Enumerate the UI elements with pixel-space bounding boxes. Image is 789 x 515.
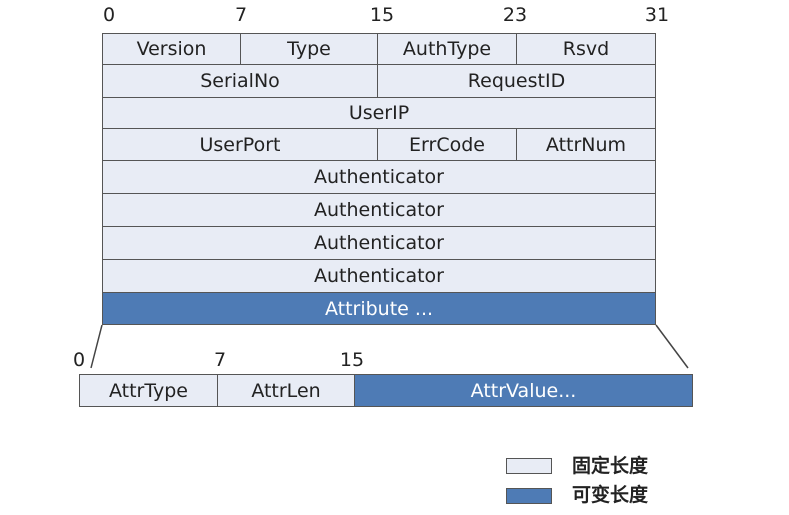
field-rsvd: Rsvd bbox=[517, 33, 656, 65]
bit-label-31: 31 bbox=[644, 4, 670, 26]
field-errcode: ErrCode bbox=[378, 129, 517, 161]
legend-label-fixed: 固定长度 bbox=[572, 455, 649, 477]
field-attrlen: AttrLen bbox=[218, 374, 355, 407]
legend-swatch-variable bbox=[506, 488, 552, 504]
bit-label-0: 0 bbox=[102, 4, 116, 26]
field-type: Type bbox=[241, 33, 378, 65]
legend-swatch-fixed bbox=[506, 458, 552, 474]
attribute-structure-row: AttrType AttrLen AttrValue... bbox=[79, 374, 693, 407]
field-requestid: RequestID bbox=[378, 65, 656, 98]
expansion-line-left bbox=[90, 324, 103, 369]
field-authtype: AuthType bbox=[378, 33, 517, 65]
attr-bit-label-0: 0 bbox=[72, 349, 86, 371]
field-serialno: SerialNo bbox=[102, 65, 378, 98]
bit-label-23: 23 bbox=[502, 4, 528, 26]
field-row-8: Authenticator bbox=[102, 260, 656, 293]
field-attribute: Attribute ... bbox=[102, 293, 656, 325]
field-row-4: UserPort ErrCode AttrNum bbox=[102, 129, 656, 161]
field-authenticator-2: Authenticator bbox=[102, 194, 656, 227]
field-userport: UserPort bbox=[102, 129, 378, 161]
bit-label-15: 15 bbox=[369, 4, 395, 26]
field-row-6: Authenticator bbox=[102, 194, 656, 227]
attr-bit-label-15: 15 bbox=[339, 349, 365, 371]
field-authenticator-1: Authenticator bbox=[102, 161, 656, 194]
field-attrtype: AttrType bbox=[79, 374, 218, 407]
legend-label-variable: 可变长度 bbox=[572, 484, 649, 506]
field-attrnum: AttrNum bbox=[517, 129, 656, 161]
field-row-7: Authenticator bbox=[102, 227, 656, 260]
attr-bit-label-7: 7 bbox=[213, 349, 227, 371]
field-row-9: Attribute ... bbox=[102, 293, 656, 325]
field-attrvalue: AttrValue... bbox=[355, 374, 693, 407]
field-userip: UserIP bbox=[102, 98, 656, 129]
bit-label-7: 7 bbox=[234, 4, 248, 26]
field-row-1: Version Type AuthType Rsvd bbox=[102, 33, 656, 65]
field-row-3: UserIP bbox=[102, 98, 656, 129]
field-row-5: Authenticator bbox=[102, 161, 656, 194]
field-authenticator-4: Authenticator bbox=[102, 260, 656, 293]
field-version: Version bbox=[102, 33, 241, 65]
field-authenticator-3: Authenticator bbox=[102, 227, 656, 260]
field-row-2: SerialNo RequestID bbox=[102, 65, 656, 98]
expansion-line-right bbox=[655, 324, 689, 369]
